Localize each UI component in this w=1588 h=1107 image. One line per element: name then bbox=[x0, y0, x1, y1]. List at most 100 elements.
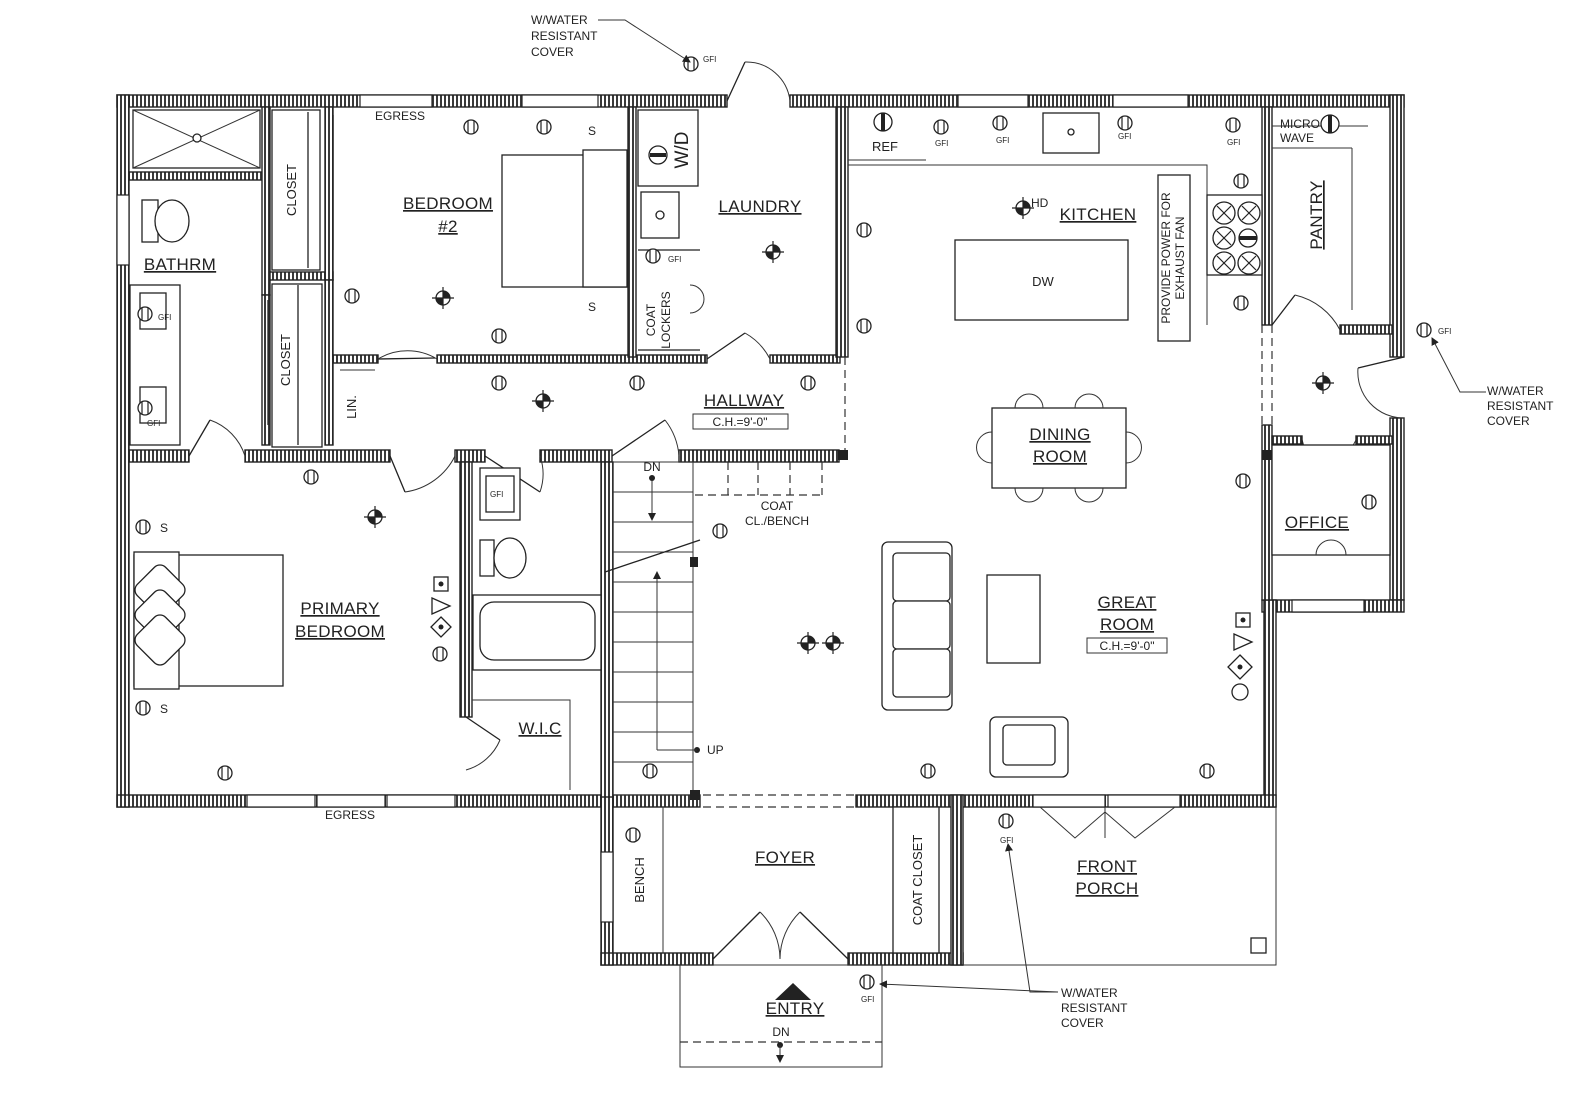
burner-icon bbox=[1212, 251, 1236, 275]
burner-icon bbox=[1237, 201, 1261, 225]
outlet-icon bbox=[1235, 473, 1251, 489]
ceiling-light-icon bbox=[821, 631, 845, 655]
outlet-icon bbox=[491, 328, 507, 344]
coat-bench-label: COAT bbox=[761, 499, 794, 513]
outlet-icon bbox=[344, 288, 360, 304]
switch-label: S bbox=[588, 124, 596, 138]
hood-label: HD bbox=[1031, 196, 1049, 210]
cover-note-line2: RESISTANT bbox=[1487, 399, 1554, 413]
doors bbox=[188, 61, 1405, 960]
washer-dryer-label: W/D bbox=[672, 132, 693, 169]
room-label-hallway: HALLWAY bbox=[704, 391, 784, 410]
outlet-icon bbox=[1117, 115, 1133, 131]
cover-notes: W/WATER RESISTANT COVER W/WATER RESISTAN… bbox=[531, 13, 1554, 1030]
gfi-label: GFI bbox=[490, 490, 503, 499]
stairs-down-label: DN bbox=[643, 460, 660, 474]
gfi-label: GFI bbox=[1438, 327, 1451, 336]
foyer-fixtures bbox=[662, 806, 1277, 1068]
egress-label: EGRESS bbox=[325, 808, 375, 822]
outlet-icon bbox=[800, 375, 816, 391]
room-label-foyer: FOYER bbox=[755, 848, 815, 867]
gfi-label: GFI bbox=[1118, 132, 1131, 141]
cover-note-line2: RESISTANT bbox=[1061, 1001, 1128, 1015]
dishwasher-label: DW bbox=[1032, 274, 1054, 289]
coat-lockers-label: COAT bbox=[644, 303, 658, 336]
bathroom-fixtures bbox=[129, 109, 261, 446]
microwave-label-2: WAVE bbox=[1280, 131, 1314, 145]
windows bbox=[116, 94, 1365, 923]
outlet-icon bbox=[933, 119, 949, 135]
outlet-icon bbox=[645, 248, 661, 264]
room-label-dining-room: ROOM bbox=[1033, 447, 1087, 466]
outlet-icon bbox=[642, 763, 658, 779]
room-label-dining: DINING bbox=[1029, 425, 1090, 444]
room-label-front-porch-2: PORCH bbox=[1076, 879, 1139, 898]
ceiling-height-label: C.H.=9'-0" bbox=[713, 415, 768, 429]
room-label-primary-bedroom: BEDROOM bbox=[295, 622, 385, 641]
closet-label: CLOSET bbox=[284, 164, 299, 216]
outlet-icon bbox=[629, 375, 645, 391]
outlet-icon bbox=[491, 375, 507, 391]
outlet-icon bbox=[712, 523, 728, 539]
ceiling-light-icon bbox=[431, 286, 455, 310]
bedroom2-fixtures bbox=[501, 149, 629, 288]
cover-note-line3: COVER bbox=[1487, 414, 1530, 428]
switch-labels: S S S S bbox=[160, 124, 596, 716]
room-labels: BATHRM BEDROOM #2 LAUNDRY KITCHEN PANTRY… bbox=[144, 180, 1349, 1018]
gfi-label: GFI bbox=[935, 139, 948, 148]
stairs-up-label: UP bbox=[707, 743, 724, 757]
note-leaders bbox=[598, 19, 1486, 993]
kitchen-fixtures bbox=[848, 112, 1368, 342]
gfi-label: GFI bbox=[703, 55, 716, 64]
entry-down-label: DN bbox=[772, 1025, 789, 1039]
room-label-great: GREAT bbox=[1098, 593, 1157, 612]
egress-label: EGRESS bbox=[375, 109, 425, 123]
outlet-icon bbox=[432, 646, 448, 662]
ceiling-light-icon bbox=[363, 505, 387, 529]
ceiling-height-box bbox=[692, 413, 789, 430]
outlet-icon bbox=[536, 119, 552, 135]
outlet-icon bbox=[992, 115, 1008, 131]
special-outlets bbox=[648, 112, 1340, 275]
outlet-icon bbox=[1199, 763, 1215, 779]
gfi-label: GFI bbox=[147, 419, 160, 428]
outlet-icon bbox=[856, 318, 872, 334]
outlet-icon bbox=[135, 519, 151, 535]
outlet-icon bbox=[856, 222, 872, 238]
room-label-kitchen: KITCHEN bbox=[1060, 205, 1137, 224]
stairs bbox=[604, 450, 1272, 800]
bench-label: BENCH bbox=[632, 857, 647, 903]
outlet-icon bbox=[217, 765, 233, 781]
cover-note-line2: RESISTANT bbox=[531, 29, 598, 43]
room-label-bedroom2-number: #2 bbox=[438, 217, 458, 236]
switch-label: S bbox=[160, 521, 168, 535]
outlet-icon bbox=[1361, 494, 1377, 510]
fixture-labels: CLOSET CLOSET LIN. C.H.=9'-0" C.H.=9'-0"… bbox=[278, 109, 1320, 1039]
outlet-icon bbox=[303, 469, 319, 485]
cover-note-line1: W/WATER bbox=[1061, 986, 1118, 1000]
outlet-icon bbox=[1225, 117, 1241, 133]
ceiling-height-label: C.H.=9'-0" bbox=[1100, 639, 1155, 653]
cover-note-line3: COVER bbox=[531, 45, 574, 59]
gfi-label: GFI bbox=[1227, 138, 1240, 147]
interior-walls bbox=[128, 106, 1393, 798]
outlet-icon bbox=[859, 974, 875, 990]
gfi-label: GFI bbox=[668, 255, 681, 264]
room-label-pantry: PANTRY bbox=[1307, 180, 1326, 249]
outlet-icon bbox=[137, 306, 153, 322]
outlet-icon bbox=[998, 813, 1014, 829]
exhaust-note-label: PROVIDE POWER FOR bbox=[1159, 192, 1173, 324]
primary-fixtures bbox=[133, 551, 284, 690]
cover-note-line3: COVER bbox=[1061, 1016, 1104, 1030]
ceiling-height-box bbox=[1086, 637, 1168, 654]
room-label-primary: PRIMARY bbox=[300, 599, 379, 618]
closet-label: CLOSET bbox=[278, 334, 293, 386]
room-label-office: OFFICE bbox=[1285, 513, 1349, 532]
linen-label: LIN. bbox=[344, 395, 359, 419]
outlet-icon bbox=[920, 763, 936, 779]
low-voltage-symbols bbox=[430, 576, 1254, 701]
switch-label: S bbox=[588, 300, 596, 314]
openings bbox=[695, 325, 1273, 808]
exhaust-note-label-2: EXHAUST FAN bbox=[1173, 216, 1187, 299]
